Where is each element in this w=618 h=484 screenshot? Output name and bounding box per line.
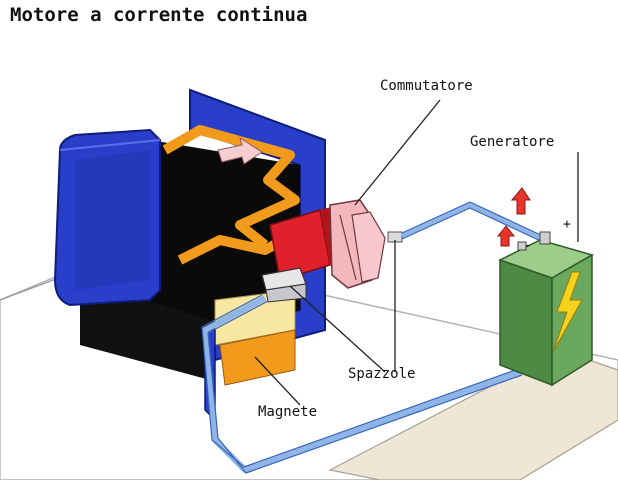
leader-lines bbox=[254, 99, 579, 406]
battery-positive-sign: + bbox=[563, 217, 571, 232]
diagram-title: Motore a corrente continua bbox=[10, 4, 308, 26]
label-commutatore: Commutatore bbox=[380, 78, 473, 94]
label-generatore: Generatore bbox=[470, 134, 555, 150]
label-spazzole: Spazzole bbox=[348, 366, 416, 382]
circuit-wires-outline bbox=[201, 201, 546, 474]
brushes bbox=[261, 267, 307, 303]
rotation-arrow bbox=[217, 136, 263, 165]
commutator bbox=[329, 199, 403, 289]
battery bbox=[498, 231, 594, 387]
current-arrows bbox=[496, 187, 531, 247]
magnet-front bbox=[53, 128, 161, 307]
label-magnete: Magnete bbox=[258, 404, 318, 420]
battery-negative-sign: - bbox=[524, 238, 532, 253]
circuit-wires bbox=[202, 202, 547, 473]
lightning-bolt-icon bbox=[552, 271, 583, 353]
